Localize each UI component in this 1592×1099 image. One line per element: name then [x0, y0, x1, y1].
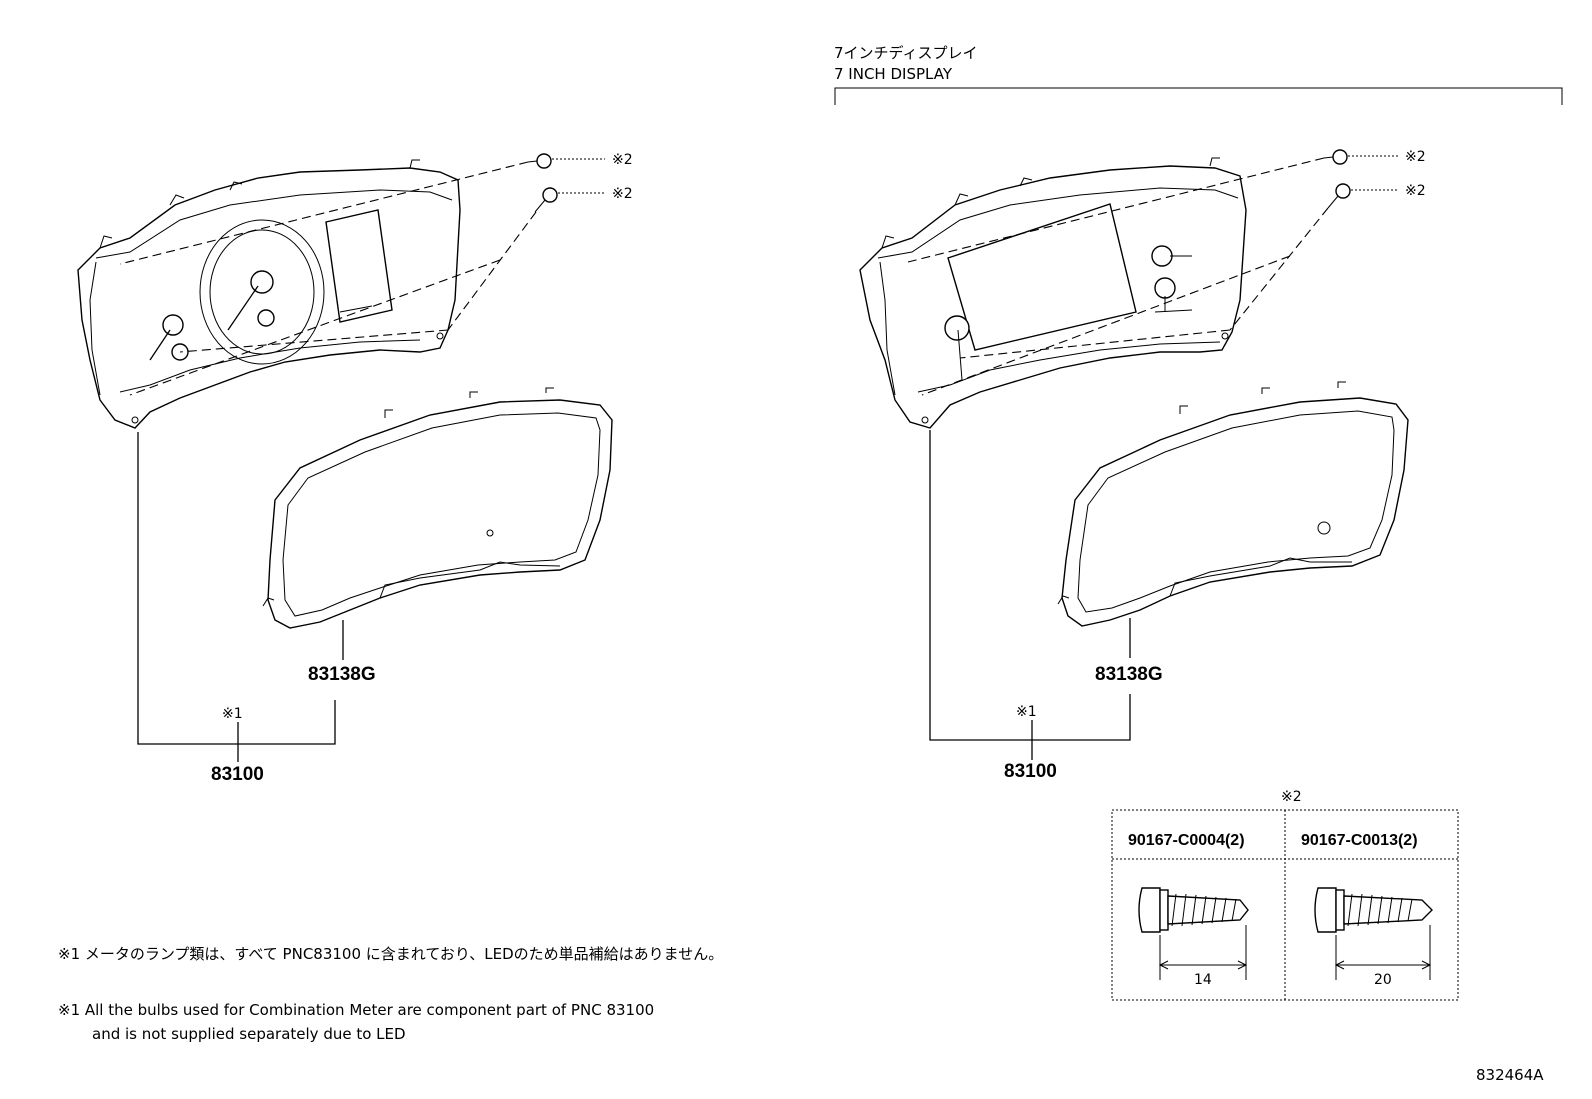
figure-id: 832464A [1476, 1066, 1544, 1084]
screw-table: ※2 90167-C0004(2) 90167-C0013(2) 14 [1111, 789, 1459, 1001]
left-lens-part-number: 83138G [308, 664, 376, 685]
left-screw-b [534, 187, 558, 213]
note-en-line1: ※1 All the bulbs used for Combination Me… [58, 1001, 654, 1019]
right-screw-a [1323, 149, 1348, 165]
screw-length-20: 20 [1374, 972, 1392, 988]
screw-table-col1-part: 90167-C0004(2) [1128, 832, 1245, 849]
note-en-line2: and is not supplied separately due to LE… [92, 1025, 406, 1043]
left-screw-a [527, 153, 552, 169]
right-lens-part-number: 83138G [1095, 664, 1163, 685]
right-screw-note-a: ※2 [1405, 149, 1426, 165]
left-meter-bracket [137, 432, 336, 745]
screw-illustration-20 [1314, 887, 1433, 980]
right-screw-note-b: ※2 [1405, 183, 1426, 199]
right-meter-assembly: ※2 ※2 83138G ※1 83100 [859, 149, 1426, 782]
right-meter-lens [1057, 381, 1409, 627]
right-meter-part-number: 83100 [1004, 761, 1057, 782]
display-title-en: 7 INCH DISPLAY [834, 65, 953, 83]
right-meter-housing [859, 157, 1247, 429]
right-meter-bracket [929, 430, 1131, 741]
display-title-jp: 7インチディスプレイ [834, 44, 978, 62]
left-meter-part-number: 83100 [211, 764, 264, 785]
screw-length-14: 14 [1194, 972, 1212, 988]
left-screw-note-a: ※2 [612, 152, 633, 168]
screw-table-note: ※2 [1281, 789, 1302, 805]
left-bracket-note: ※1 [222, 706, 243, 722]
right-bracket-note: ※1 [1016, 704, 1037, 720]
left-meter-housing [77, 159, 461, 429]
left-screw-note-b: ※2 [612, 186, 633, 202]
display-section-bracket [834, 87, 1563, 105]
screw-illustration-14 [1138, 887, 1249, 980]
left-meter-lens [262, 387, 613, 629]
left-meter-assembly: ※2 ※2 83138G ※1 83100 [77, 152, 633, 785]
right-screw-b [1327, 183, 1351, 209]
screw-table-col2-part: 90167-C0013(2) [1301, 832, 1418, 849]
note-jp: ※1 メータのランプ類は、すべて PNC83100 に含まれており、LEDのため… [58, 945, 723, 963]
